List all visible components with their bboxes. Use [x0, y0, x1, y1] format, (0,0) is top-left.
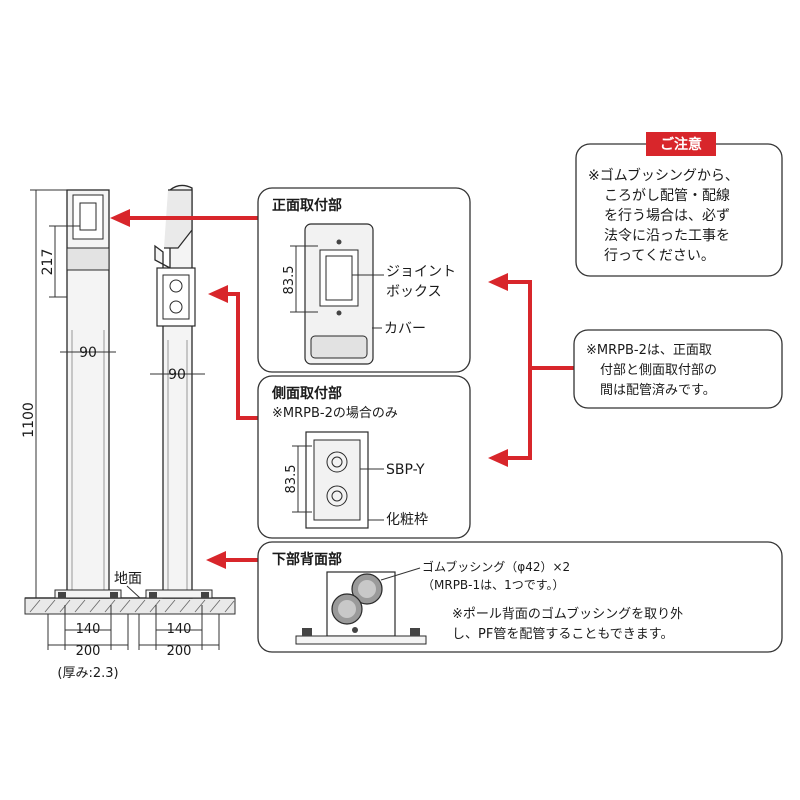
pole-side-view [145, 184, 213, 599]
frame-label: 化粧枠 [386, 512, 428, 528]
bushing-label: ゴムブッシング（φ42）×2 [422, 559, 570, 574]
dim-base-inner-a: 140 [76, 622, 101, 637]
thickness-label: (厚み:2.3) [57, 666, 118, 681]
caution-badge-label: ご注意 [660, 136, 702, 153]
bushing-note: （MRPB-1は、1つです。） [422, 578, 565, 592]
joint-box-label-1: ジョイント [386, 264, 456, 280]
caution-line-4: 法令に沿った工事を [604, 228, 730, 244]
bottom-note-line-1: ※ポール背面のゴムブッシングを取り外 [452, 606, 683, 622]
cover-label: カバー [384, 321, 426, 337]
caution-line-5: 行ってください。 [604, 248, 715, 264]
mrpb-note-line-2: 付部と側面取付部の [600, 363, 717, 378]
front-cover-drawing [304, 223, 374, 365]
ground [24, 597, 236, 615]
bottom-note-line-2: し、PF管を配管することもできます。 [452, 627, 674, 642]
bottom-panel-title: 下部背面部 [272, 551, 342, 568]
front-panel-title: 正面取付部 [272, 197, 342, 214]
dim-width-pole-b: 90 [168, 367, 186, 383]
caution-badge [646, 132, 716, 156]
joint-box-label-2: ボックス [386, 284, 442, 300]
mrpb-note-line-3: 間は配管済みです。 [600, 382, 716, 398]
dim-base-outer-a: 200 [76, 644, 101, 659]
pole-front-view [54, 189, 122, 599]
bushing-drawing [295, 571, 427, 645]
sbp-y-label: SBP-Y [386, 462, 425, 478]
dimension-lines [30, 189, 220, 650]
front-dim-value: 83.5 [282, 266, 297, 295]
dim-height-upper: 217 [40, 249, 56, 276]
ground-leader [126, 585, 141, 599]
red-arrows [110, 209, 574, 569]
caution-line-1: ※ゴムブッシングから、 [588, 167, 739, 184]
dim-width-pole-a: 90 [79, 345, 97, 361]
mrpb-note-panel [573, 329, 783, 409]
caution-line-2: ころがし配管・配線 [604, 188, 730, 204]
side-panel-subtitle: ※MRPB-2の場合のみ [272, 406, 398, 421]
ground-label: 地面 [114, 571, 142, 587]
caution-line-3: を行う場合は、必ず [604, 208, 730, 224]
dim-base-inner-b: 140 [167, 622, 192, 637]
mrpb-note-line-1: ※MRPB-2は、正面取 [586, 343, 712, 358]
dim-base-outer-b: 200 [167, 644, 192, 659]
sbp-box-drawing [305, 431, 369, 529]
dim-height-total: 1100 [21, 402, 37, 438]
side-panel-title: 側面取付部 [271, 385, 342, 402]
side-dim-value: 83.5 [284, 465, 299, 494]
